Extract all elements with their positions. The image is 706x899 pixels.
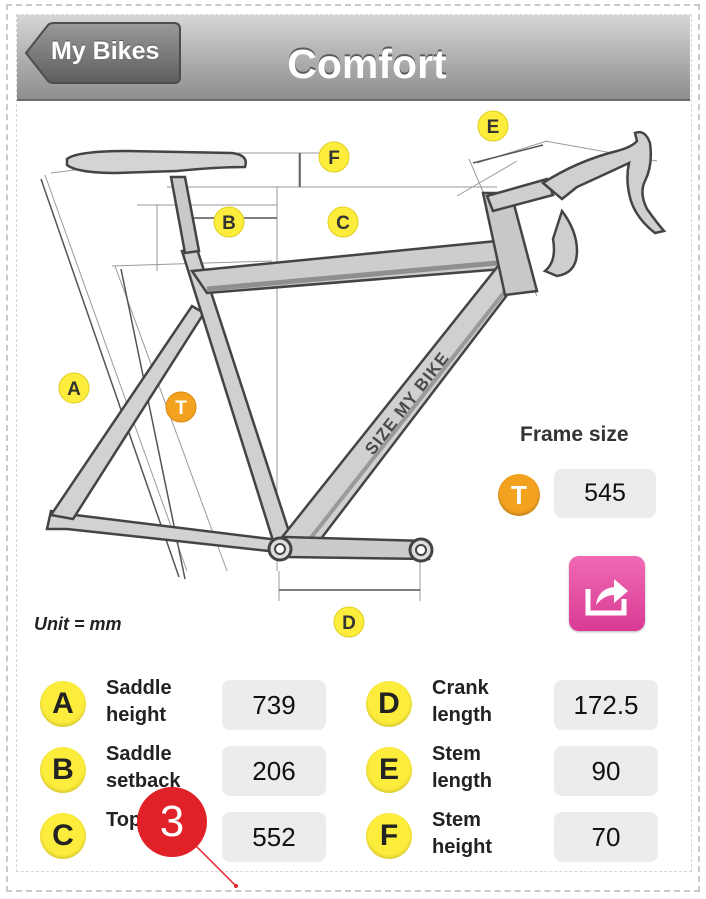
measurement-badge: A (40, 681, 86, 727)
frame-size-value[interactable]: 545 (554, 469, 656, 518)
svg-text:C: C (336, 213, 350, 234)
back-button-shape (24, 22, 181, 84)
measurement-badge: C (40, 813, 86, 859)
measurement-saddle-setback: B Saddle setback 206 (40, 741, 340, 801)
svg-text:E: E (487, 117, 500, 138)
measurement-label: Stem height (432, 809, 492, 858)
measurement-badge: E (366, 747, 412, 793)
measurement-value[interactable]: 90 (554, 746, 658, 796)
back-button[interactable]: My Bikes (24, 22, 181, 84)
back-button-label: My Bikes (51, 37, 160, 65)
measurement-value[interactable]: 172.5 (554, 680, 658, 730)
measurement-value[interactable]: 552 (222, 812, 326, 862)
inner-dashed-border (16, 14, 692, 872)
svg-text:T: T (175, 398, 187, 419)
unit-label: Unit = mm (34, 614, 122, 634)
annotation-marker: 3 (137, 787, 207, 857)
diagram-marker-a: A (58, 372, 90, 404)
measurement-stem-length: E Stem length 90 (366, 741, 666, 801)
svg-text:F: F (328, 148, 340, 169)
svg-text:D: D (342, 613, 356, 634)
bike-geometry-diagram: SIZE MY BIKE A B C D E F T (40, 110, 667, 638)
measurement-value[interactable]: 206 (222, 746, 326, 796)
diagram-marker-b: B (213, 206, 245, 238)
measurement-value[interactable]: 70 (554, 812, 658, 862)
svg-text:A: A (67, 379, 81, 400)
measurement-badge: B (40, 747, 86, 793)
frame-size-label: Frame size (520, 423, 629, 446)
measurement-value[interactable]: 739 (222, 680, 326, 730)
diagram-marker-f: F (318, 141, 350, 173)
measurement-stem-height: F Stem height 70 (366, 807, 666, 867)
measurement-label: Saddle height (106, 677, 172, 726)
measurement-badge: D (366, 681, 412, 727)
share-button[interactable] (569, 556, 645, 631)
measurement-saddle-height: A Saddle height 739 (40, 675, 340, 735)
diagram-marker-c: C (327, 206, 359, 238)
share-icon (585, 579, 628, 616)
bike-frame: SIZE MY BIKE (45, 130, 667, 563)
outer-dashed-border (6, 4, 700, 892)
diagram-marker-e: E (477, 110, 509, 142)
nav-bar: My Bikes Comfort (17, 15, 690, 101)
measurement-top-tube: C Top tube 552 (40, 807, 340, 867)
measurement-label: Stem length (432, 743, 492, 792)
frame-size-badge: T (498, 474, 540, 516)
diagram-marker-d: D (333, 606, 365, 638)
measurement-crank-length: D Crank length 172.5 (366, 675, 666, 735)
svg-text:B: B (222, 213, 236, 234)
diagram-marker-t: T (165, 391, 197, 423)
measurement-label: Saddle setback (106, 743, 181, 792)
measurement-label: Crank length (432, 677, 492, 726)
measurement-badge: F (366, 813, 412, 859)
page-title: Comfort (287, 41, 447, 87)
